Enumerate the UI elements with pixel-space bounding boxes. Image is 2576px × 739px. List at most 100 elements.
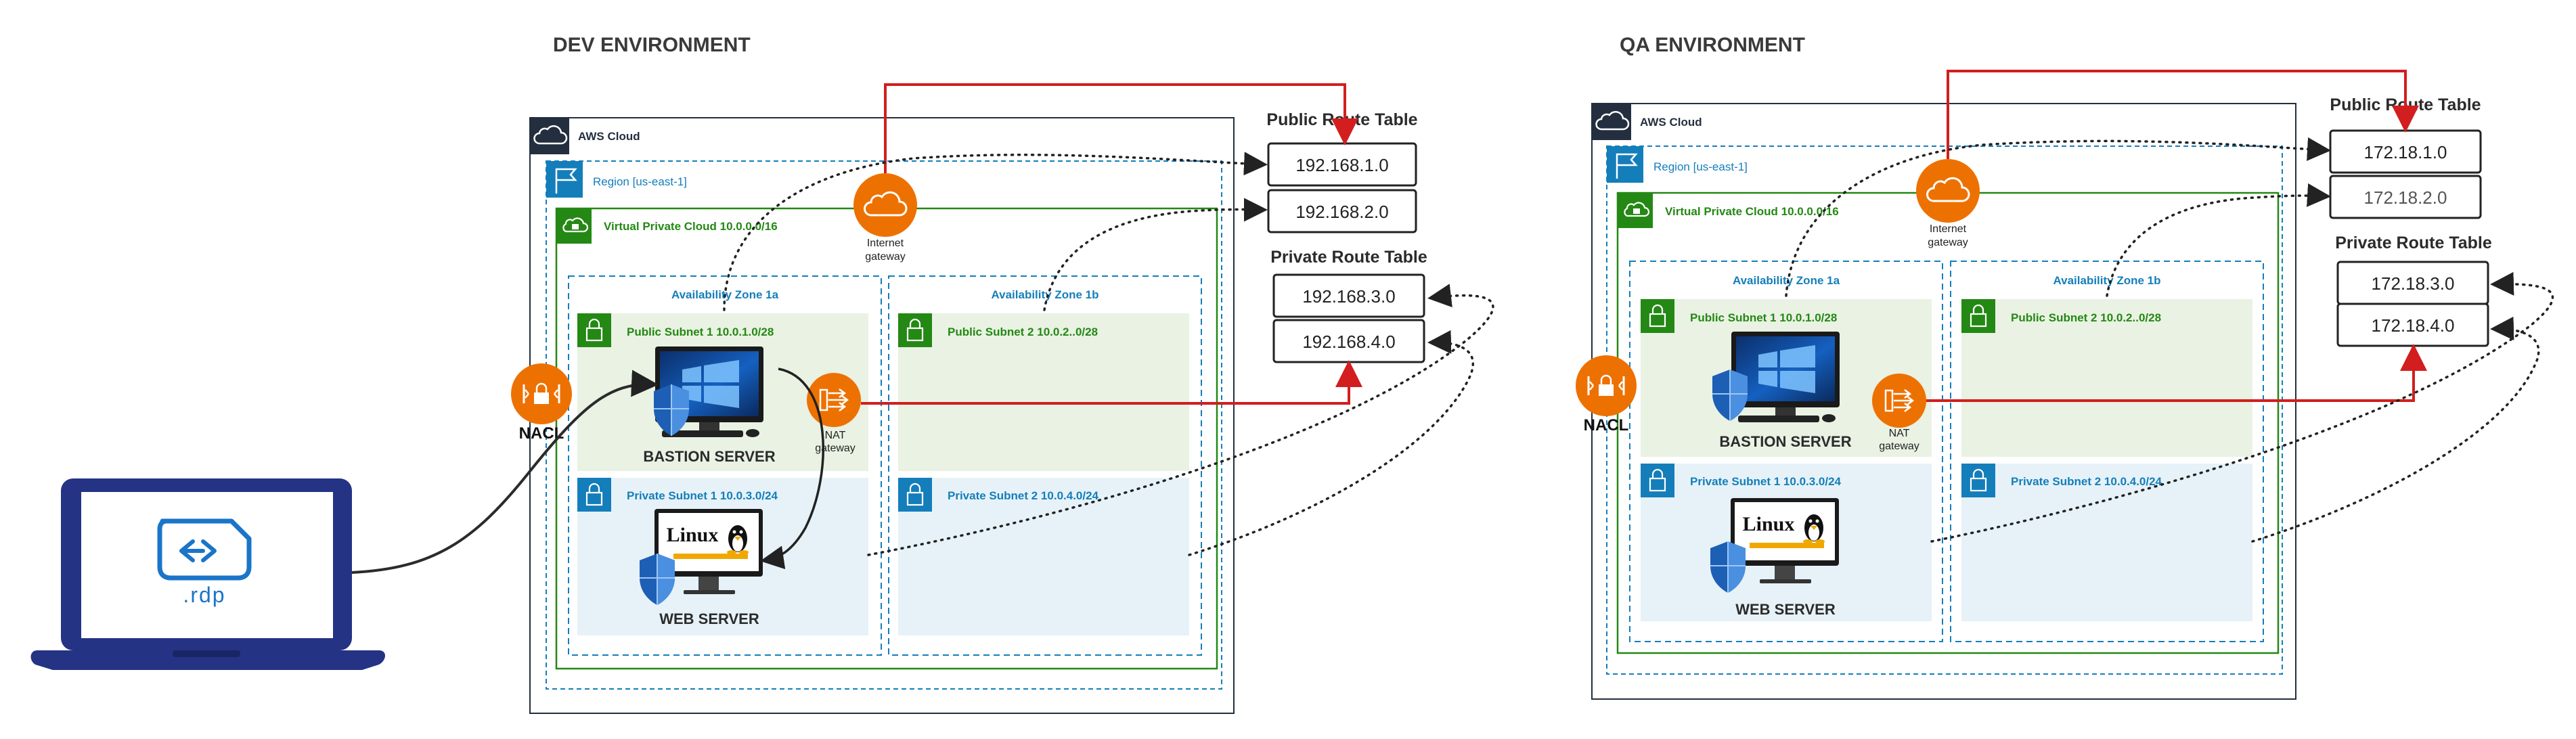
availability-zone-b-label: Availability Zone 1b bbox=[2053, 274, 2160, 287]
igw-to-public-route-line bbox=[1947, 70, 2419, 159]
nat-gateway-label-line2: gateway bbox=[815, 443, 856, 454]
availability-zone-b bbox=[888, 275, 1202, 656]
subnet-route-association bbox=[1785, 137, 2331, 297]
tux-icon bbox=[1803, 514, 1825, 543]
web-server-label: WEB SERVER bbox=[659, 610, 759, 627]
env-title: QA ENVIRONMENT bbox=[1620, 34, 1805, 56]
availability-zone-a bbox=[1629, 261, 1943, 642]
rdp-connection-line bbox=[351, 370, 659, 574]
aws-cloud-label: AWS Cloud bbox=[1640, 116, 1702, 129]
availability-zone-a bbox=[568, 275, 882, 656]
cloud-icon bbox=[1592, 104, 1631, 140]
bastion-server-label: BASTION SERVER bbox=[643, 448, 775, 465]
nat-to-private-route-line bbox=[861, 360, 1362, 405]
public-subnet-2-label: Public Subnet 2 10.0.2..0/28 bbox=[948, 326, 1098, 338]
flag-icon bbox=[1607, 146, 1643, 183]
lock-icon bbox=[1961, 299, 1995, 333]
public-subnet-1-label: Public Subnet 1 10.0.1.0/28 bbox=[627, 326, 774, 338]
subnet-route-association bbox=[1188, 330, 1474, 556]
windows-desktop-icon bbox=[1731, 332, 1840, 422]
lock-icon bbox=[1641, 299, 1674, 333]
public-route-value: 192.168.1.0 bbox=[1295, 155, 1388, 175]
availability-zone-b bbox=[1950, 261, 2264, 642]
region-label: Region [us-east-1] bbox=[593, 175, 687, 188]
region-group bbox=[1606, 145, 2283, 675]
private-subnet-1-label: Private Subnet 1 10.0.3.0/24 bbox=[627, 489, 778, 502]
rdp-icon bbox=[157, 518, 252, 581]
lock-icon bbox=[577, 478, 611, 512]
shield-icon bbox=[654, 384, 689, 436]
cloud-icon bbox=[1618, 193, 1653, 228]
linux-monitor-icon: Linux bbox=[1731, 498, 1839, 583]
aws-cloud-label: AWS Cloud bbox=[578, 130, 640, 143]
bastion-to-web-connection bbox=[760, 367, 824, 570]
private-subnet-2 bbox=[898, 478, 1189, 635]
nat-gateway-label-line2: gateway bbox=[1879, 441, 1919, 452]
subnet-route-association bbox=[1930, 271, 2554, 543]
private-route-table-title: Private Route Table bbox=[2335, 233, 2492, 252]
private-subnet-2-label: Private Subnet 2 10.0.4.0/24 bbox=[948, 489, 1099, 502]
qa-environment: QA ENVIRONMENT AWS Cloud Region [us-east… bbox=[1576, 34, 2554, 700]
tux-icon bbox=[727, 525, 749, 554]
internet-gateway-label-line2: gateway bbox=[1928, 237, 1968, 248]
lock-icon bbox=[1961, 464, 1995, 497]
bastion-server-label: BASTION SERVER bbox=[1719, 433, 1851, 450]
subnet-route-association bbox=[1043, 198, 1268, 311]
nat-to-private-route-line bbox=[1926, 344, 2427, 402]
cloud-icon bbox=[530, 118, 569, 154]
private-subnet-1-label: Private Subnet 1 10.0.3.0/24 bbox=[1690, 475, 1842, 488]
private-route-value: 192.168.4.0 bbox=[1302, 332, 1395, 352]
availability-zone-b-label: Availability Zone 1b bbox=[991, 288, 1098, 301]
igw-to-public-route-line bbox=[884, 83, 1358, 173]
flag-icon bbox=[546, 161, 583, 198]
internet-gateway-label-line1: Internet bbox=[1930, 223, 1967, 235]
subnet-route-association bbox=[867, 284, 1494, 556]
shield-icon bbox=[1710, 541, 1746, 593]
lock-icon bbox=[577, 313, 611, 347]
vpc-label: Virtual Private Cloud 10.0.0.0/16 bbox=[1665, 205, 1839, 218]
public-subnet-1-label: Public Subnet 1 10.0.1.0/28 bbox=[1690, 311, 1837, 324]
public-subnet-2 bbox=[898, 313, 1189, 471]
private-subnet-2 bbox=[1961, 464, 2252, 621]
vpc-label: Virtual Private Cloud 10.0.0.0/16 bbox=[604, 220, 778, 233]
dev-environment: DEV ENVIRONMENT AWS Cloud Region [us-eas… bbox=[511, 34, 1494, 714]
internet-gateway-label-line2: gateway bbox=[865, 251, 906, 263]
nat-gateway-icon bbox=[1872, 374, 1926, 428]
availability-zone-a-label: Availability Zone 1a bbox=[1733, 274, 1840, 287]
private-subnet-2-label: Private Subnet 2 10.0.4.0/24 bbox=[2011, 475, 2162, 488]
web-server-label: WEB SERVER bbox=[1735, 601, 1836, 618]
nat-gateway-icon bbox=[807, 373, 861, 427]
linux-monitor-icon: Linux bbox=[654, 509, 763, 594]
internet-gateway-icon bbox=[1916, 159, 1980, 223]
public-route-value: 192.168.2.0 bbox=[1295, 202, 1388, 222]
public-route-table-title: Public Route Table bbox=[1266, 110, 1417, 129]
region-label: Region [us-east-1] bbox=[1653, 160, 1748, 173]
nat-gateway-label-line1: NAT bbox=[1889, 428, 1910, 439]
public-subnet-2 bbox=[1961, 299, 2252, 457]
subnet-route-association bbox=[2106, 183, 2331, 297]
private-route-value: 172.18.3.0 bbox=[2372, 273, 2455, 294]
private-route-value: 192.168.3.0 bbox=[1302, 286, 1395, 307]
cloud-icon bbox=[556, 208, 592, 244]
private-route-entry bbox=[1272, 273, 1425, 318]
subnet-route-association bbox=[723, 152, 1268, 311]
internet-gateway-icon bbox=[853, 173, 917, 237]
shield-icon bbox=[640, 554, 675, 605]
linux-logo-text: Linux bbox=[1743, 513, 1795, 535]
lock-icon bbox=[1641, 464, 1674, 497]
public-route-value: 172.18.2.0 bbox=[2364, 187, 2447, 208]
nacl-icon bbox=[511, 363, 572, 424]
lock-icon bbox=[898, 478, 932, 512]
private-route-table-title: Private Route Table bbox=[1270, 248, 1427, 267]
subnet-route-association bbox=[2251, 316, 2540, 543]
private-route-value: 172.18.4.0 bbox=[2372, 315, 2455, 336]
lock-icon bbox=[898, 313, 932, 347]
shield-icon bbox=[1712, 370, 1748, 421]
linux-logo-text: Linux bbox=[667, 524, 719, 546]
internet-gateway-label-line1: Internet bbox=[867, 238, 904, 249]
nacl-label: NACL bbox=[1584, 416, 1629, 434]
rdp-label: .rdp bbox=[183, 583, 225, 607]
nat-gateway-label-line1: NAT bbox=[825, 430, 846, 441]
public-route-value: 172.18.1.0 bbox=[2364, 142, 2447, 162]
